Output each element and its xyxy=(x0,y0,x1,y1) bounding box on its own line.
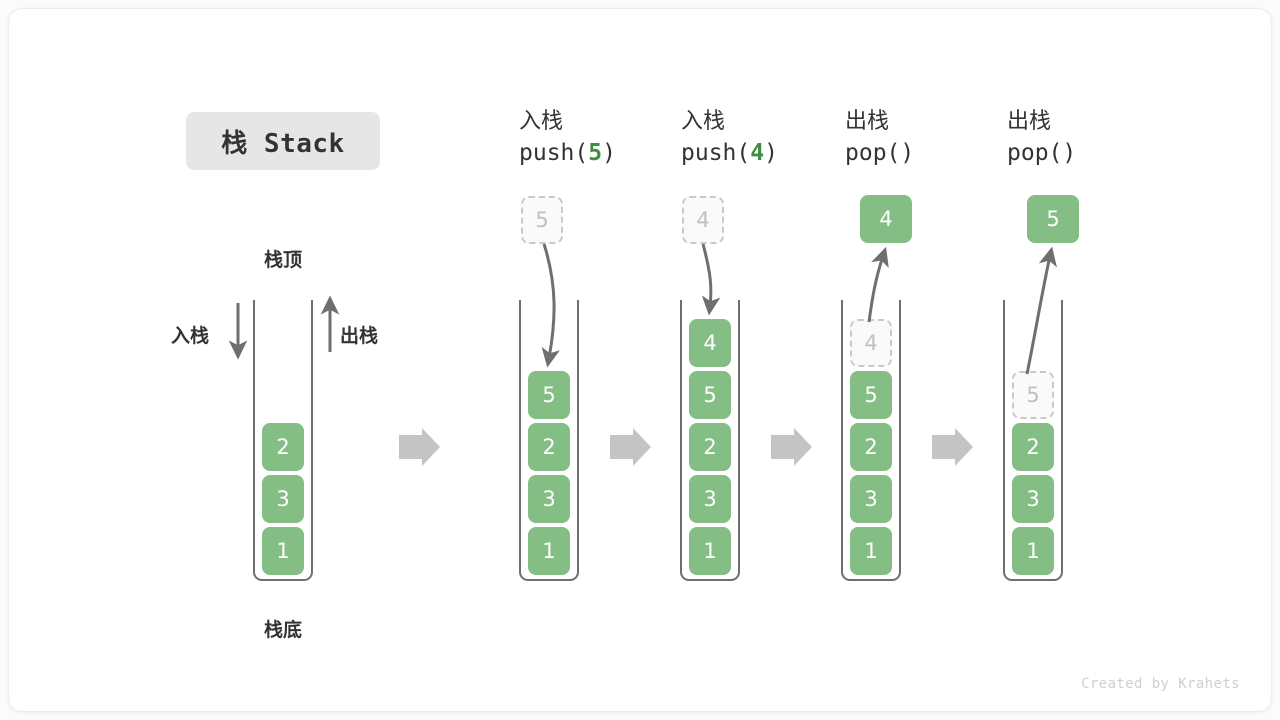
caption-cn: 入栈 xyxy=(681,109,726,134)
caption-code-suffix: ) xyxy=(900,140,915,167)
stack-bottom-label: 栈底 xyxy=(263,619,302,641)
ghost-cell-incoming: 5 xyxy=(521,196,563,244)
stack-cell: 1 xyxy=(689,527,731,575)
stack-tube-pop-4 xyxy=(841,300,901,581)
caption-cn: 出栈 xyxy=(1007,109,1052,134)
stack-cell: 2 xyxy=(689,423,731,471)
stack-cell: 1 xyxy=(1012,527,1054,575)
stack-cell: 5 xyxy=(689,371,731,419)
stack-tube-push-4 xyxy=(680,300,740,581)
caption-pop-5: 出栈 pop() xyxy=(1007,106,1157,170)
stack-cell: 1 xyxy=(262,527,304,575)
stack-cell: 5 xyxy=(528,371,570,419)
caption-push-4: 入栈 push(4) xyxy=(681,106,831,170)
stack-cell: 4 xyxy=(689,319,731,367)
stack-cell: 1 xyxy=(528,527,570,575)
caption-cn: 出栈 xyxy=(845,109,890,134)
stack-cell: 2 xyxy=(528,423,570,471)
caption-code-prefix: push( xyxy=(681,140,751,167)
pop-side-label: 出栈 xyxy=(340,325,379,347)
popped-cell: 5 xyxy=(1027,195,1079,243)
stack-cell: 3 xyxy=(850,475,892,523)
stack-top-label: 栈顶 xyxy=(263,249,302,271)
caption-code: push(5) xyxy=(519,137,669,170)
caption-code-prefix: pop( xyxy=(1007,140,1063,167)
stack-tube-pop-5 xyxy=(1003,300,1063,581)
caption-code: pop() xyxy=(845,137,995,170)
caption-code-suffix: ) xyxy=(602,140,616,167)
stack-cell: 3 xyxy=(262,475,304,523)
caption-code-suffix: ) xyxy=(764,140,778,167)
caption-code-arg: 4 xyxy=(750,140,765,167)
stack-cell: 3 xyxy=(689,475,731,523)
caption-code-arg: 5 xyxy=(588,140,603,167)
stack-cell: 3 xyxy=(528,475,570,523)
title-chip: 栈 Stack xyxy=(186,112,380,170)
caption-push-5: 入栈 push(5) xyxy=(519,106,669,170)
credit-text: Created by Krahets xyxy=(1081,676,1240,692)
ghost-cell-outgoing: 5 xyxy=(1012,371,1054,419)
push-side-label: 入栈 xyxy=(171,325,210,347)
stack-cell: 2 xyxy=(1012,423,1054,471)
stack-cell: 3 xyxy=(1012,475,1054,523)
caption-code-suffix: ) xyxy=(1062,140,1077,167)
caption-cn: 入栈 xyxy=(519,109,564,134)
ghost-cell-outgoing: 4 xyxy=(850,319,892,367)
title-chip-label: 栈 Stack xyxy=(221,128,345,159)
stack-tube-initial xyxy=(253,300,313,581)
caption-code-prefix: pop( xyxy=(845,140,901,167)
stack-cell: 2 xyxy=(850,423,892,471)
stack-cell: 5 xyxy=(850,371,892,419)
stack-cell: 2 xyxy=(262,423,304,471)
caption-code: pop() xyxy=(1007,137,1157,170)
caption-code: push(4) xyxy=(681,137,831,170)
popped-cell: 4 xyxy=(860,195,912,243)
caption-code-prefix: push( xyxy=(519,140,589,167)
ghost-cell-incoming: 4 xyxy=(682,196,724,244)
stack-cell: 1 xyxy=(850,527,892,575)
caption-pop-4: 出栈 pop() xyxy=(845,106,995,170)
stack-tube-push-5 xyxy=(519,300,579,581)
